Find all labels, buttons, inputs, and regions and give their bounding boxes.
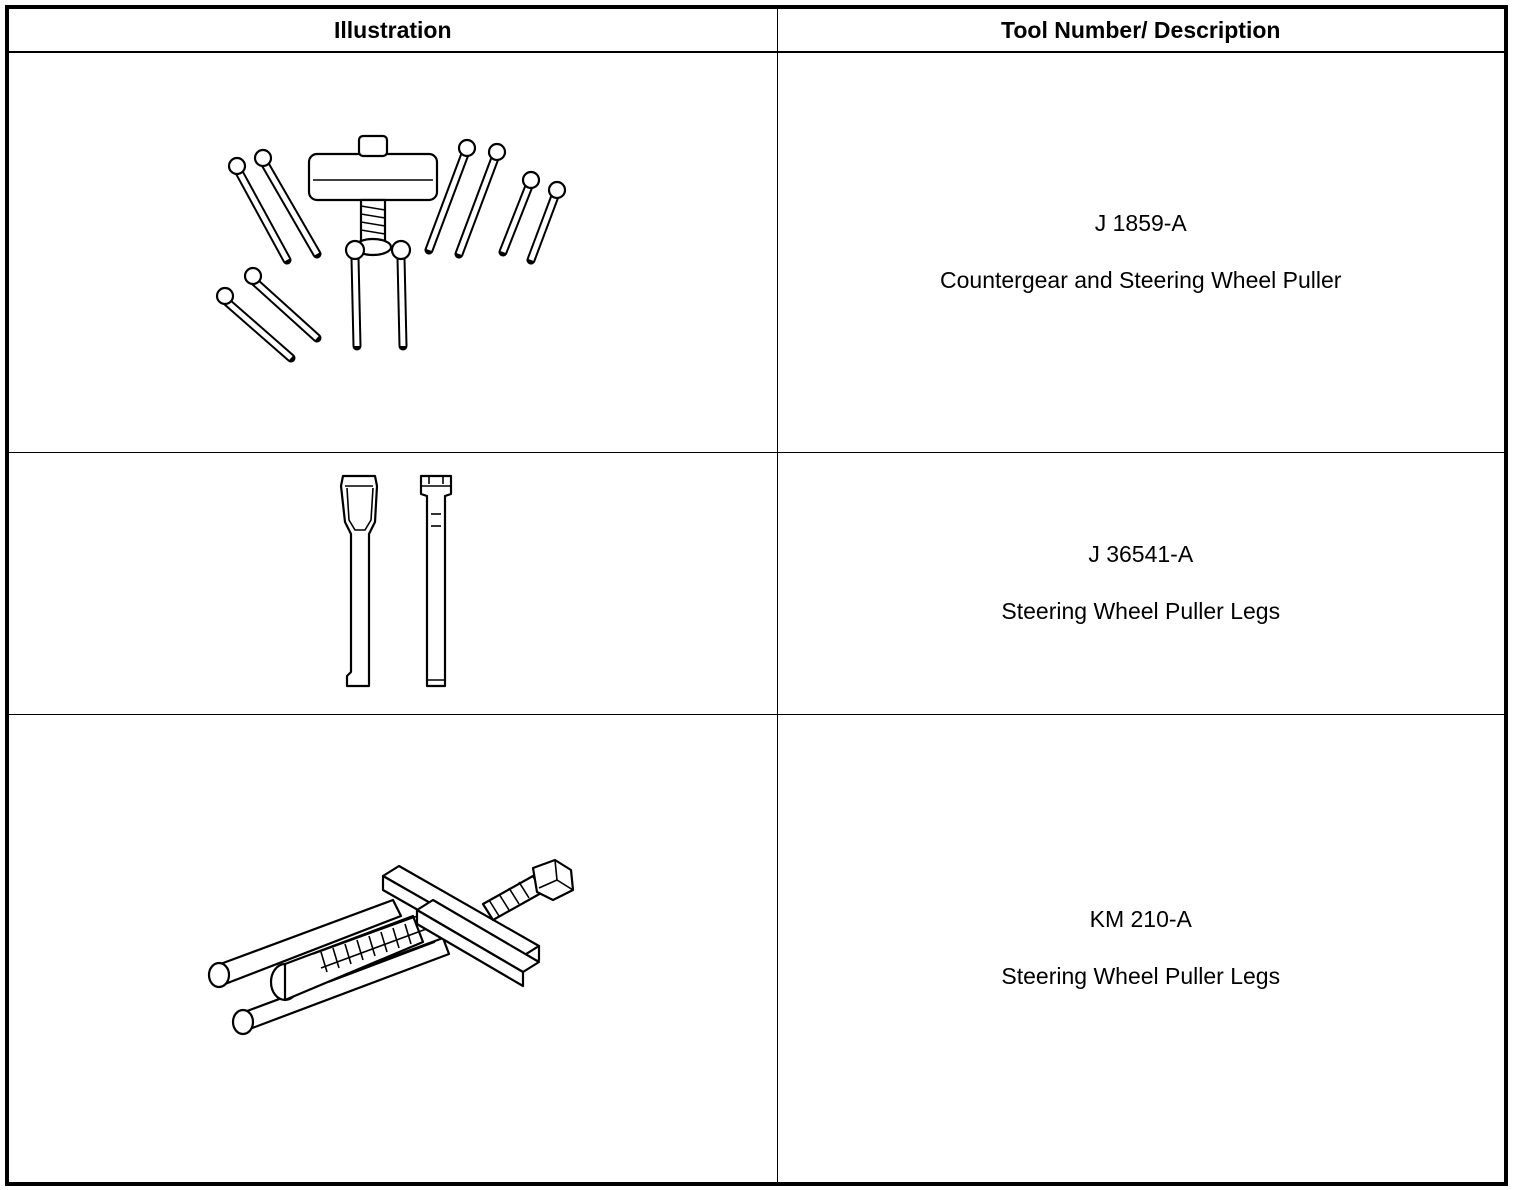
bolt-icon	[344, 240, 365, 351]
header-row: Illustration Tool Number/ Description	[6, 6, 1507, 53]
tool-number: J 36541-A	[1088, 541, 1194, 567]
bolt-icon	[454, 143, 506, 259]
tool-description-cell: J 36541-A Steering Wheel Puller Legs	[776, 451, 1507, 715]
tool-number: J 1859-A	[1094, 210, 1187, 237]
tool-number: KM 210-A	[1089, 906, 1192, 933]
bolt-icon	[424, 139, 476, 255]
puller-legs-icon	[339, 474, 452, 688]
illustration-cell	[6, 713, 778, 1185]
bolt-icon	[526, 181, 566, 265]
tool-description: Steering Wheel Puller Legs	[1001, 963, 1281, 990]
tool-description: Steering Wheel Puller Legs	[1001, 598, 1281, 624]
bolt-icon	[243, 267, 322, 343]
bolt-icon	[215, 287, 296, 363]
header-tool-number-description: Tool Number/ Description	[776, 6, 1507, 53]
illustration-cell	[6, 451, 778, 715]
bolt-icon	[498, 171, 540, 257]
two-jaw-puller-icon	[207, 859, 574, 1036]
bolt-icon	[253, 149, 322, 259]
table-row: J 1859-A Countergear and Steering Wheel …	[6, 51, 1507, 453]
tool-description-cell: KM 210-A Steering Wheel Puller Legs	[776, 713, 1507, 1185]
tool-description: Countergear and Steering Wheel Puller	[940, 267, 1342, 294]
special-tools-table: Illustration Tool Number/ Description	[5, 5, 1508, 1186]
countergear-puller-set-icon	[215, 135, 566, 363]
bolt-icon	[390, 240, 411, 351]
illustration-cell	[6, 51, 778, 453]
table-row: KM 210-A Steering Wheel Puller Legs	[6, 713, 1507, 1185]
tool-description-cell: J 1859-A Countergear and Steering Wheel …	[776, 51, 1507, 453]
bolt-icon	[227, 157, 292, 265]
table-row: J 36541-A Steering Wheel Puller Legs	[6, 451, 1507, 715]
header-illustration: Illustration	[6, 6, 778, 53]
